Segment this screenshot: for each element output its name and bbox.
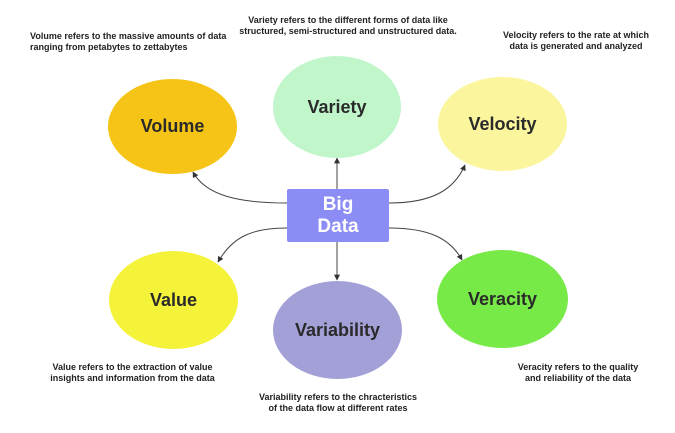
- variety-label: Variety: [307, 96, 367, 117]
- arrow-to-value: [217, 227, 288, 263]
- big-data-box: Big Data: [287, 189, 389, 242]
- value-description: Value refers to the extraction of value …: [50, 362, 215, 383]
- volume-node: Volume: [108, 79, 237, 174]
- arrow-to-velocity: [388, 164, 466, 204]
- value-label: Value: [149, 289, 198, 310]
- variability-label: Variability: [294, 319, 381, 340]
- variety-description: Variety refers to the different forms of…: [239, 15, 457, 36]
- value-node: Value: [109, 251, 238, 349]
- variability-node: Variability: [273, 281, 402, 379]
- arrow-to-veracity: [388, 227, 463, 261]
- arrow-to-volume: [192, 171, 288, 204]
- veracity-label: Veracity: [467, 288, 538, 309]
- volume-description: Volume refers to the massive amounts of …: [30, 31, 227, 52]
- veracity-description: Veracity refers to the quality and relia…: [517, 362, 639, 383]
- velocity-node: Velocity: [438, 77, 567, 171]
- velocity-description: Velocity refers to the rate at which dat…: [502, 30, 650, 51]
- velocity-label: Velocity: [468, 113, 537, 134]
- variety-node: Variety: [273, 56, 401, 158]
- big-data-label: Big Data: [317, 193, 359, 237]
- variability-description: Variability refers to the chracteristics…: [258, 392, 418, 413]
- veracity-node: Veracity: [437, 250, 568, 348]
- volume-label: Volume: [140, 116, 205, 136]
